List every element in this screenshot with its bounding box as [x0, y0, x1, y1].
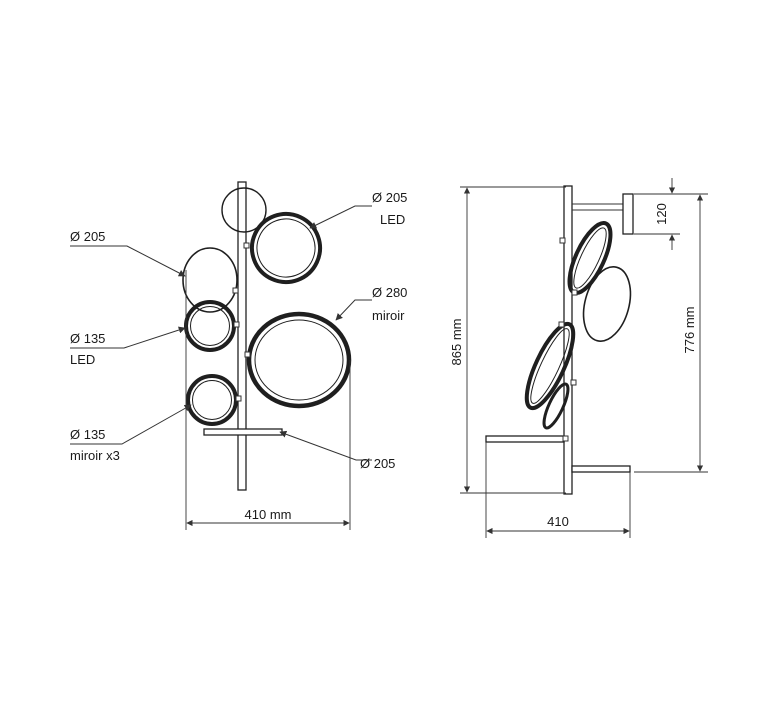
label-left-upper-diameter: Ø 205 [70, 229, 105, 244]
side-connectors [558, 237, 578, 442]
front-view: Ø 205 LED Ø 205 Ø 280 miroir Ø 135 LED Ø… [70, 181, 407, 530]
side-small-disc [542, 382, 570, 430]
large-mirror-disc [246, 311, 352, 409]
label-top-right-type: LED [380, 212, 405, 227]
left-small-led-disc [184, 300, 236, 352]
front-pole [237, 181, 247, 491]
side-base-width-dimension [485, 442, 631, 538]
top-right-led-disc [250, 212, 322, 284]
front-tray [203, 428, 283, 436]
wall-mount-height-dimension [634, 178, 680, 250]
label-top-right-diameter: Ø 205 [372, 190, 407, 205]
side-partial-height-label: 776 mm [682, 307, 697, 354]
label-lower-small-diameter: Ø 135 [70, 427, 105, 442]
side-total-height-label: 865 mm [449, 319, 464, 366]
label-left-small-diameter: Ø 135 [70, 331, 105, 346]
side-total-height-dimension [460, 186, 566, 494]
side-base [571, 465, 631, 473]
side-view: 865 mm 776 mm 120 410 [449, 178, 708, 538]
wall-mount-height-label: 120 [654, 203, 669, 225]
front-width-dimension [185, 270, 351, 530]
label-large-type: miroir [372, 308, 405, 323]
front-leaders [70, 205, 372, 461]
label-lower-small-type: miroir x3 [70, 448, 120, 463]
front-width-label: 410 mm [245, 507, 292, 522]
left-upper-disc [182, 247, 238, 313]
front-connectors [232, 242, 251, 402]
side-tray [485, 435, 565, 443]
label-left-small-type: LED [70, 352, 95, 367]
side-plain-disc [582, 266, 632, 342]
label-tray-diameter: Ø 205 [360, 456, 395, 471]
top-small-disc [221, 187, 267, 233]
side-base-width-label: 410 [547, 514, 569, 529]
wall-mount [572, 193, 634, 235]
lower-small-mirror-disc [186, 374, 238, 426]
side-partial-height-dimension [634, 193, 708, 473]
side-mirror-disc [524, 321, 576, 411]
label-large-diameter: Ø 280 [372, 285, 407, 300]
